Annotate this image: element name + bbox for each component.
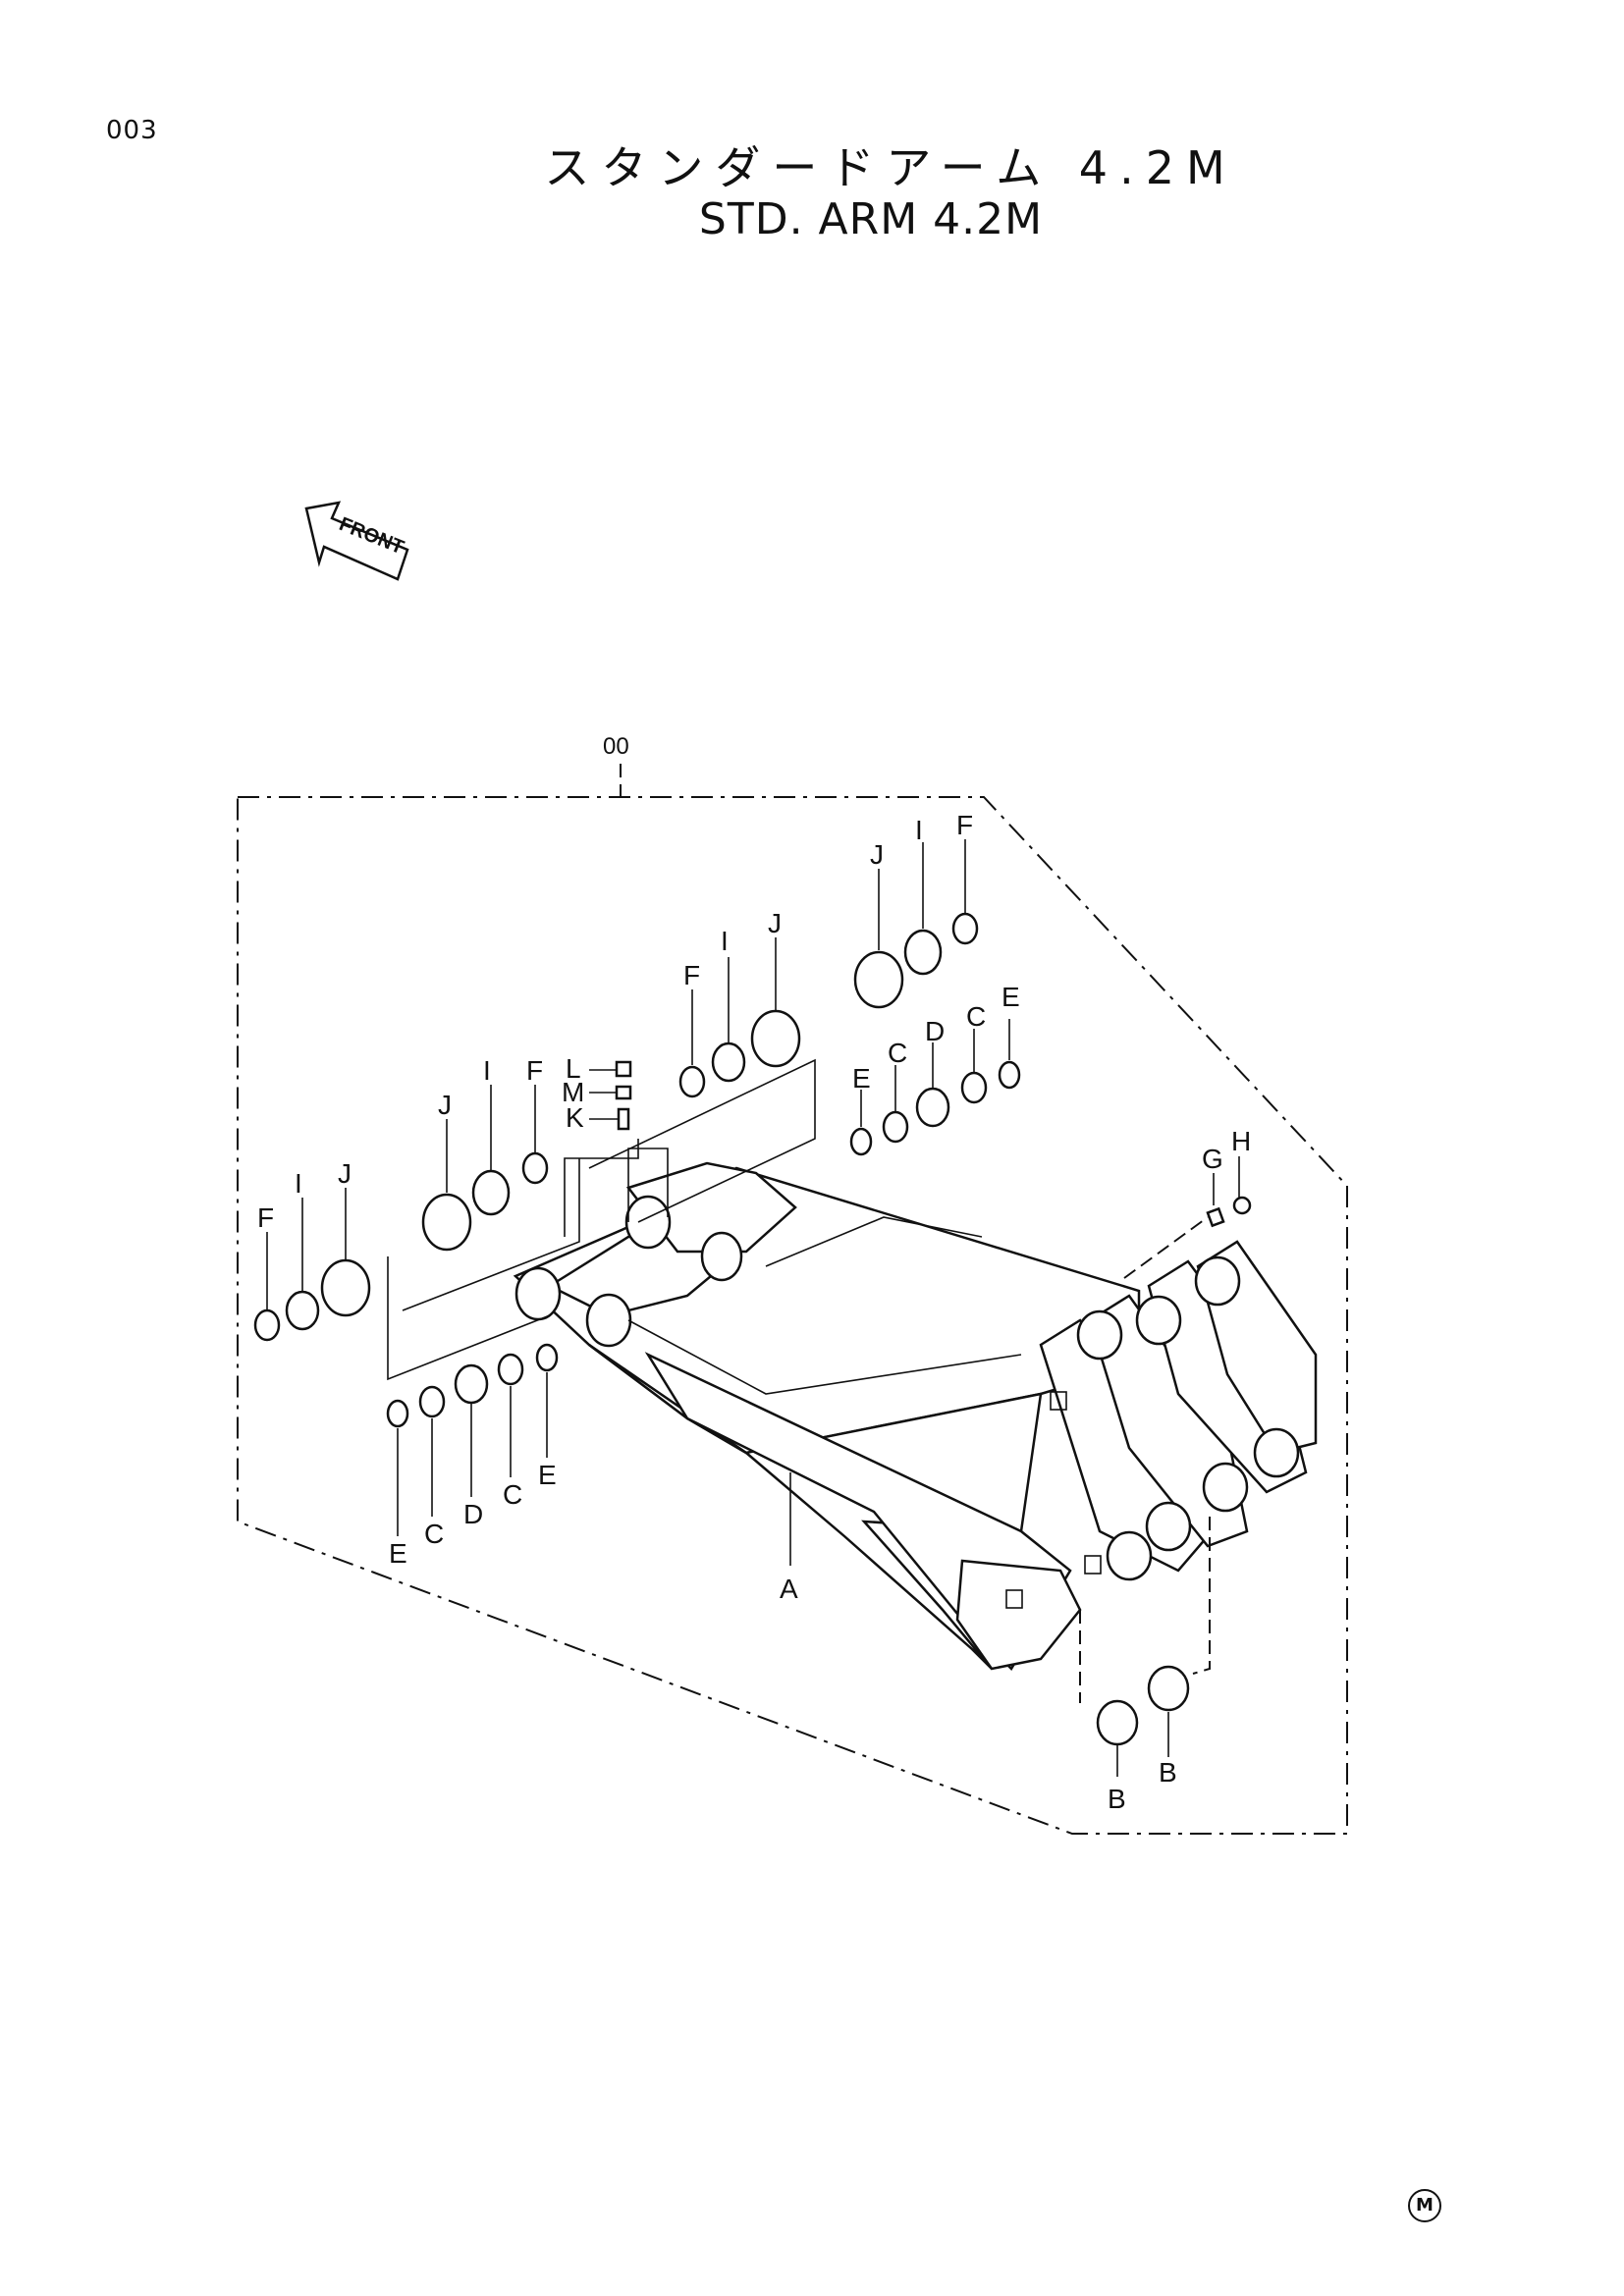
middle-right-pin-group — [849, 1019, 1021, 1156]
label-F-1: F — [257, 1202, 274, 1233]
copyright-mark: M — [1408, 2189, 1441, 2222]
label-I-4: I — [915, 815, 923, 845]
label-C-1: C — [424, 1519, 444, 1549]
assembly-label: 00 — [603, 733, 629, 760]
label-K: K — [566, 1102, 584, 1133]
label-C-4: C — [966, 1001, 986, 1032]
assembly-boundary — [237, 796, 1348, 1835]
front-arrow-icon: FRONT — [304, 501, 409, 581]
label-J-4: J — [870, 839, 884, 870]
bushing-b-group — [1079, 1517, 1211, 1777]
label-C-2: C — [503, 1479, 522, 1510]
label-J-3: J — [768, 908, 782, 938]
label-I-2: I — [483, 1055, 491, 1086]
label-M: M — [562, 1077, 584, 1107]
label-I-1: I — [295, 1168, 302, 1199]
label-E-3: E — [852, 1063, 871, 1094]
page-title-japanese: スタンダードアーム 4.2M — [544, 141, 1237, 194]
shim-bolt-group — [1206, 1156, 1252, 1228]
label-F-3: F — [683, 960, 700, 990]
label-D-2: D — [925, 1016, 945, 1046]
label-E-2: E — [538, 1460, 557, 1490]
label-B-2: B — [1159, 1757, 1177, 1788]
label-I-3: I — [721, 926, 729, 956]
label-F-2: F — [526, 1055, 543, 1086]
label-A: A — [780, 1574, 798, 1604]
label-E-1: E — [389, 1538, 407, 1569]
label-D-1: D — [463, 1499, 483, 1529]
label-H: H — [1231, 1126, 1251, 1156]
page-number: 003 — [106, 116, 158, 145]
label-G: G — [1202, 1144, 1223, 1174]
label-J-2: J — [438, 1090, 452, 1120]
arm-body — [513, 1161, 1318, 1672]
upper-right-bushing-group — [588, 839, 979, 1223]
label-F-4: F — [956, 810, 973, 840]
label-E-4: E — [1001, 982, 1020, 1012]
lower-left-pin-group — [386, 1343, 559, 1536]
page-title-english: STD. ARM 4.2M — [698, 194, 1044, 244]
upper-left-bushing-group — [253, 1085, 580, 1381]
label-J-1: J — [338, 1158, 352, 1189]
grease-fitting-group — [564, 1060, 669, 1237]
label-C-3: C — [888, 1038, 907, 1068]
label-B-1: B — [1108, 1784, 1126, 1814]
label-L: L — [566, 1053, 581, 1084]
